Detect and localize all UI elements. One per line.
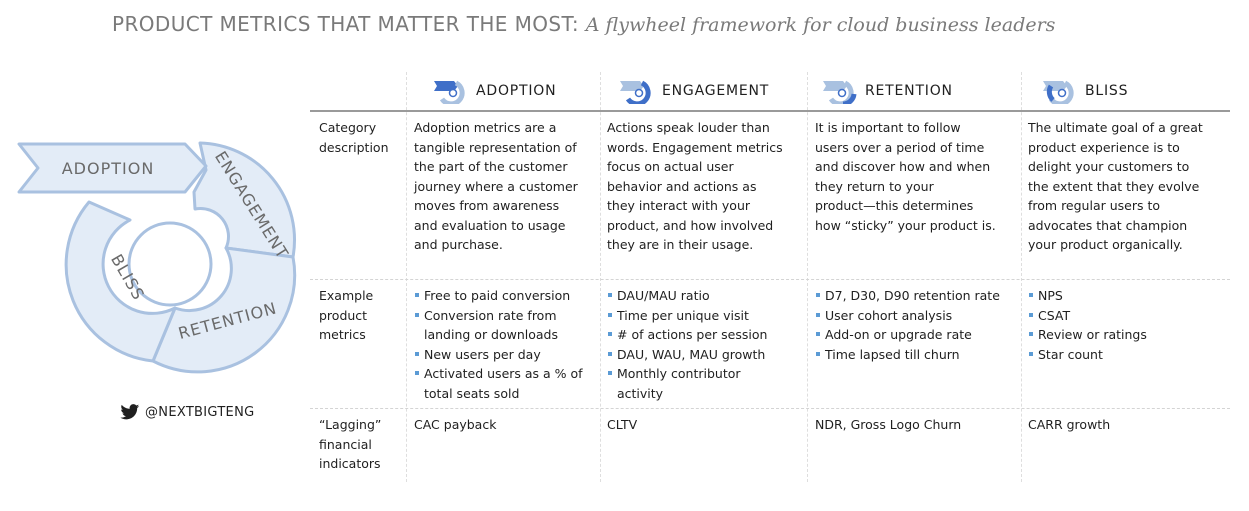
list-item: DAU, WAU, MAU growth xyxy=(607,345,805,365)
title-subtitle: A flywheel framework for cloud business … xyxy=(585,14,1056,36)
wheel-label-adoption: ADOPTION xyxy=(62,159,155,178)
column-header-engagement: ENGAGEMENT xyxy=(618,72,769,110)
metrics-retention: D7, D30, D90 retention rate User cohort … xyxy=(815,286,1021,364)
flywheel-diagram: ADOPTION ENGAGEMENT RETENTION BLISS xyxy=(17,141,297,374)
wheel-segment-engagement xyxy=(192,141,296,259)
page-title: PRODUCT METRICS THAT MATTER THE MOST: A … xyxy=(112,12,1232,36)
list-item: User cohort analysis xyxy=(815,306,1021,326)
list-item: CSAT xyxy=(1028,306,1230,326)
metrics-table: ADOPTION ENGAGEMENT RETENTION BLISS Cate… xyxy=(310,72,1230,482)
lagging-adoption: CAC payback xyxy=(414,417,497,432)
row-label-category: Category description xyxy=(319,120,389,155)
list-item: Time lapsed till churn xyxy=(815,345,1021,365)
list-item: New users per day xyxy=(414,345,600,365)
lagging-bliss: CARR growth xyxy=(1028,417,1111,432)
list-item: D7, D30, D90 retention rate xyxy=(815,286,1021,306)
list-item: NPS xyxy=(1028,286,1230,306)
list-item: Time per unique visit xyxy=(607,306,805,326)
flywheel-icon xyxy=(823,80,857,104)
column-header-bliss: BLISS xyxy=(1041,72,1128,110)
column-header-label: ENGAGEMENT xyxy=(662,83,770,99)
column-header-label: ADOPTION xyxy=(476,83,557,99)
list-item: DAU/MAU ratio xyxy=(607,286,805,306)
lagging-engagement: CLTV xyxy=(607,417,638,432)
flywheel-icon xyxy=(434,80,465,104)
column-header-label: BLISS xyxy=(1085,83,1129,99)
list-item: Star count xyxy=(1028,345,1230,365)
list-item: # of actions per session xyxy=(607,325,805,345)
list-item: Review or ratings xyxy=(1028,325,1230,345)
column-header-label: RETENTION xyxy=(865,83,953,99)
metrics-bliss: NPS CSAT Review or ratings Star count xyxy=(1028,286,1230,364)
wheel-segment-adoption xyxy=(17,142,208,194)
flywheel-icon xyxy=(620,80,651,104)
wheel-segment-retention xyxy=(151,246,297,374)
list-item: Free to paid conversion xyxy=(414,286,600,306)
twitter-handle: @NEXTBIGTENG xyxy=(120,404,254,421)
row-divider xyxy=(310,279,1230,280)
row-label-lagging: “Lagging” financial indicators xyxy=(319,417,382,471)
metrics-engagement: DAU/MAU ratio Time per unique visit # of… xyxy=(607,286,805,403)
metrics-adoption: Free to paid conversion Conversion rate … xyxy=(414,286,600,403)
wheel-segment-bliss xyxy=(64,200,177,363)
row-label-metrics: Example product metrics xyxy=(319,288,374,342)
header-divider xyxy=(310,110,1230,112)
twitter-handle-text: @NEXTBIGTENG xyxy=(145,405,255,420)
twitter-bird-icon xyxy=(120,404,140,420)
row-divider xyxy=(310,408,1230,409)
column-header-adoption: ADOPTION xyxy=(432,72,556,110)
lagging-retention: NDR, Gross Logo Churn xyxy=(815,417,962,432)
column-header-retention: RETENTION xyxy=(821,72,953,110)
list-item: Add-on or upgrade rate xyxy=(815,325,1021,345)
flywheel-icon xyxy=(1043,80,1074,104)
title-main: PRODUCT METRICS THAT MATTER THE MOST: xyxy=(112,12,580,36)
